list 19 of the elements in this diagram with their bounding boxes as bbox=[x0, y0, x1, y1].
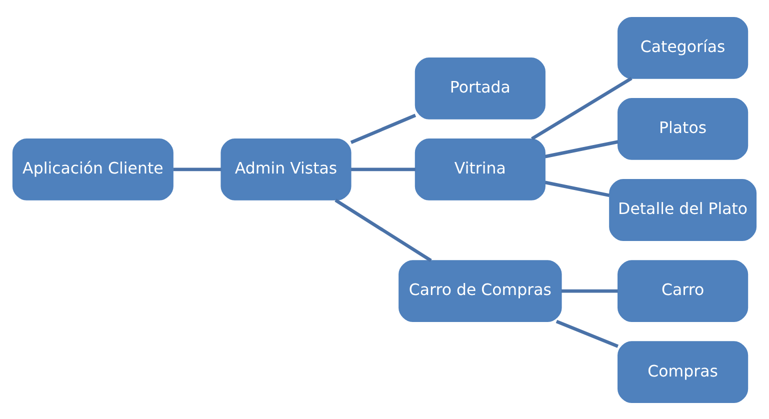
connector bbox=[544, 180, 610, 196]
connector bbox=[173, 167, 222, 171]
node-box: Portada bbox=[414, 56, 546, 119]
node-box: Vitrina bbox=[414, 138, 546, 200]
connector bbox=[334, 198, 432, 262]
connector bbox=[350, 113, 416, 144]
node-box: Admin Vistas bbox=[220, 138, 352, 200]
node-box: Carro bbox=[618, 260, 748, 322]
connector bbox=[561, 288, 618, 292]
node-box: Categorías bbox=[618, 16, 748, 78]
node-box: Carro de Compras bbox=[398, 260, 562, 322]
node-box: Detalle del Plato bbox=[609, 178, 757, 240]
connector bbox=[531, 76, 632, 140]
connector bbox=[351, 167, 416, 171]
connector bbox=[544, 140, 618, 158]
node-box: Aplicación Cliente bbox=[12, 138, 174, 200]
node-box: Platos bbox=[618, 98, 748, 160]
node-box: Compras bbox=[618, 340, 748, 403]
connector bbox=[556, 319, 619, 348]
